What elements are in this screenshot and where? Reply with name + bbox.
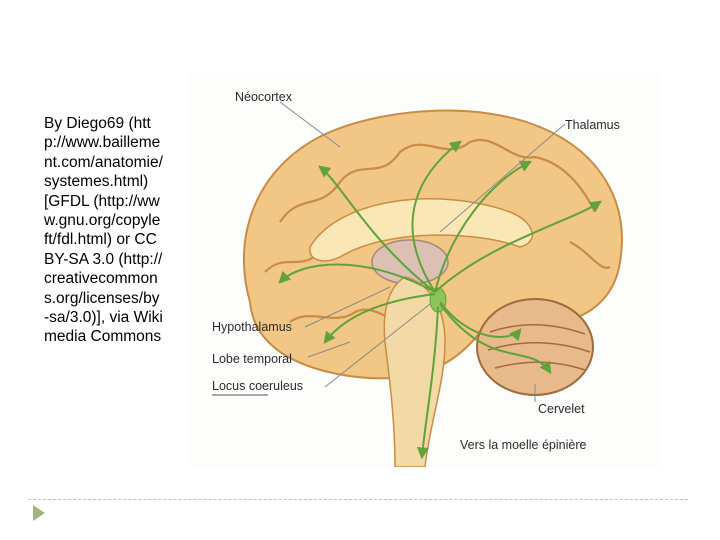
label-lobe-temporal: Lobe temporal <box>212 352 292 366</box>
footer-divider <box>28 499 688 500</box>
triangle-bullet-icon <box>33 505 45 521</box>
label-cervelet: Cervelet <box>538 402 585 416</box>
label-thalamus: Thalamus <box>565 118 620 132</box>
brain-sagittal-figure: Néocortex Thalamus Hypothalamus Lobe tem… <box>190 72 660 467</box>
thalamus-shape <box>372 240 448 284</box>
label-neocortex: Néocortex <box>235 90 292 104</box>
label-hypothalamus: Hypothalamus <box>212 320 292 334</box>
label-moelle: Vers la moelle épinière <box>460 438 586 452</box>
label-locus-coeruleus: Locus coeruleus <box>212 379 303 393</box>
attribution-text: By Diego69 (http://www.baillement.com/an… <box>44 114 164 347</box>
